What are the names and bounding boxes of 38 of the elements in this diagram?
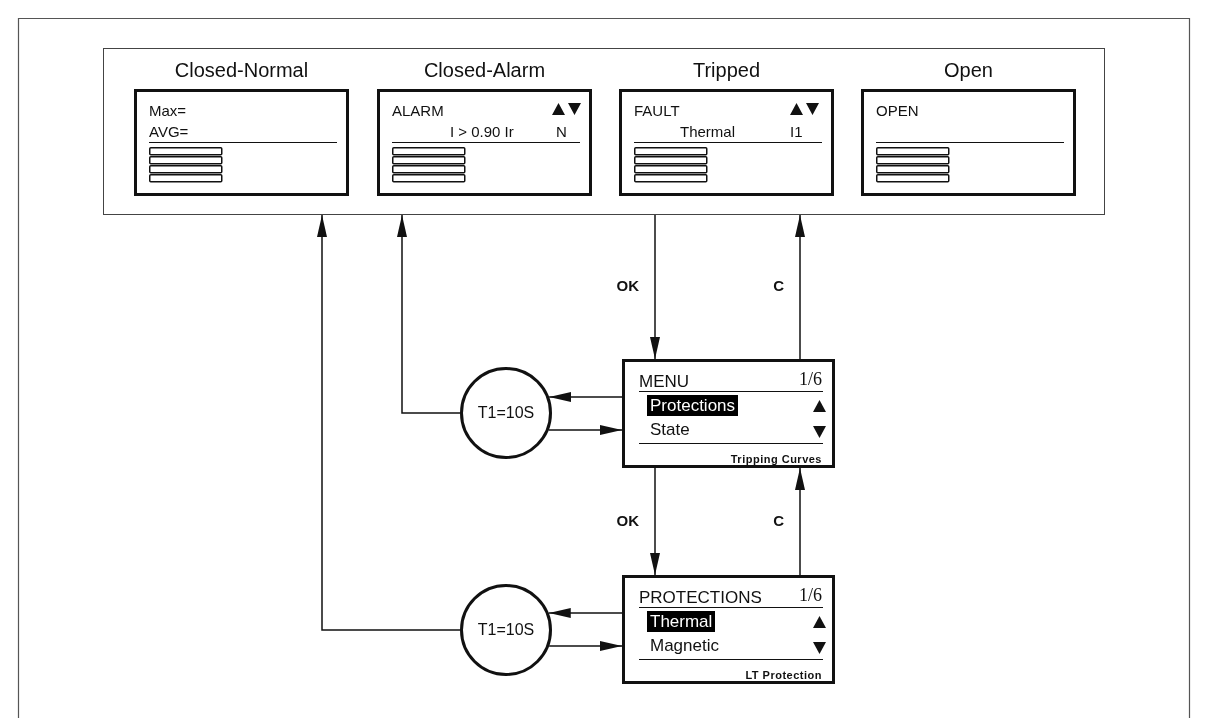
arrow [317, 214, 461, 631]
screen-title: Closed-Alarm [422, 58, 547, 82]
menu-item-selected: Protections [647, 395, 739, 416]
menu-item-selected: Thermal [647, 611, 716, 632]
arrow [548, 392, 623, 402]
timer-label: T1=10S [477, 621, 535, 639]
screen-footer-text: LT Protection [745, 668, 822, 683]
screen-title: Tripped [691, 58, 762, 82]
menu-title: MENU [639, 371, 690, 392]
arrow [548, 425, 623, 435]
page-counter: 1/6 [799, 586, 822, 604]
menu-screen [622, 359, 835, 468]
screen-text: I > 0.90 Ir [450, 123, 514, 141]
menu-item: Magnetic [650, 635, 719, 656]
menu-title: PROTECTIONS [639, 587, 762, 608]
screen-title: Open [943, 58, 994, 82]
arrow [548, 608, 623, 618]
arrow [795, 214, 805, 360]
timer-label: T1=10S [477, 404, 535, 422]
menu-item: State [650, 419, 690, 440]
screen-text: I1 [790, 123, 803, 141]
screen-text: Max= [149, 102, 187, 120]
display-panel [103, 48, 1105, 215]
screen-text: AVG= [149, 123, 189, 141]
page-counter: 1/6 [799, 370, 822, 388]
screen-title: Closed-Normal [173, 58, 310, 82]
screen-text: N [556, 123, 567, 141]
arrow [548, 641, 623, 651]
arrow [397, 214, 461, 414]
menu-screen [622, 575, 835, 684]
screen-text: FAULT [634, 102, 680, 120]
arrow [650, 467, 660, 576]
screen-text: ALARM [392, 102, 444, 120]
screen-footer-text: Tripping Curves [730, 452, 822, 467]
screen-text: OPEN [876, 102, 919, 120]
arrow [795, 467, 805, 576]
screen-text: Thermal [680, 123, 735, 141]
arrow [650, 214, 660, 360]
